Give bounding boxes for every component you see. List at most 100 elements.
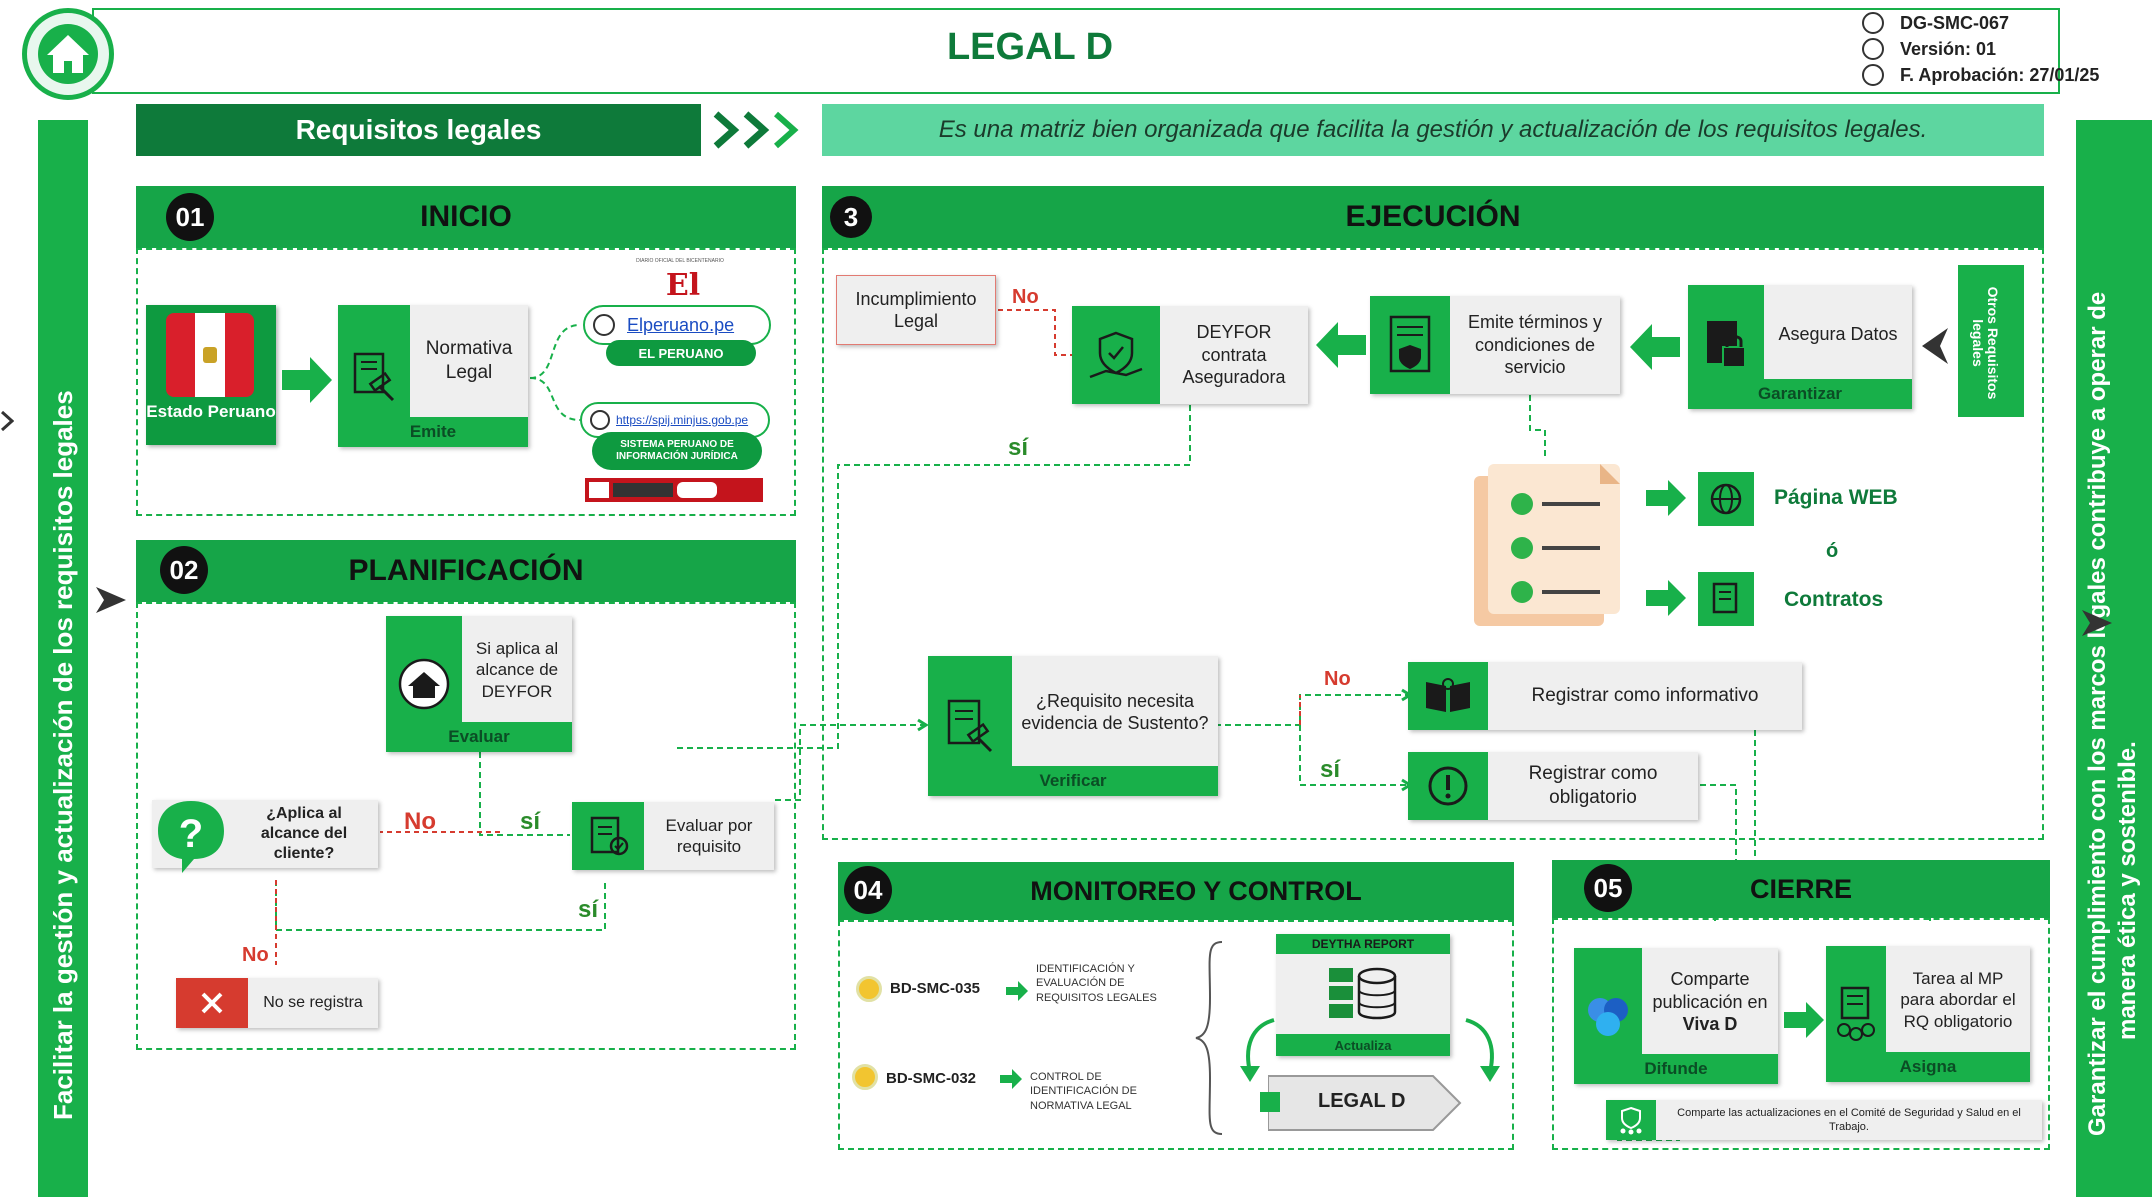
legal-d-tag: LEGAL D	[1260, 1074, 1462, 1132]
section-monitoreo-body	[838, 920, 1514, 1150]
chevrons-icon	[712, 104, 812, 156]
warning-icon	[1408, 752, 1488, 820]
arrow-left-icon	[1316, 320, 1366, 375]
no-registra-text: No se registra	[263, 994, 363, 1011]
stamp-icon	[1862, 64, 1884, 86]
label-no: No	[242, 944, 269, 966]
book-icon	[1408, 662, 1488, 730]
actualiza-label: Actualiza	[1276, 1034, 1450, 1056]
document-shield-icon	[1370, 296, 1450, 394]
right-side-bar: Garantizar el cumplimiento con los marco…	[2076, 120, 2152, 1197]
bd-035-code: BD-SMC-035	[890, 980, 981, 997]
normativa-legal-foot: Emite	[338, 417, 528, 447]
edge-arrow-icon	[0, 408, 15, 439]
asegura-datos-foot: Garantizar	[1688, 379, 1912, 409]
comite-bar: Comparte las actualizaciones en el Comit…	[1606, 1100, 2042, 1140]
label-si: sí	[578, 896, 599, 923]
arrow-left-icon	[1630, 322, 1680, 377]
banner-description: Es una matriz bien organizada que facili…	[822, 104, 2044, 156]
section-cierre-body	[1552, 918, 2050, 1150]
curved-arrow-right-icon	[1460, 1016, 1504, 1091]
left-arrow-icon	[94, 585, 128, 620]
deytha-report-card: DEYTHA REPORT Actualiza	[1276, 934, 1450, 1056]
section-planificacion-header: PLANIFICACIÓN	[136, 540, 796, 602]
section-inicio-title: INICIO	[420, 200, 512, 233]
check-icon	[1260, 1092, 1280, 1112]
spij-banner-image	[585, 478, 763, 502]
globe-icon	[1698, 472, 1754, 526]
house-logo-icon	[38, 24, 98, 84]
no-registra-card: No se registra	[176, 978, 378, 1028]
el-peruano-url: Elperuano.pe	[627, 314, 735, 335]
registrar-obligatorio-card: Registrar como obligatorio	[1408, 752, 1698, 820]
spij-pill-text: SISTEMA PERUANO DE INFORMACIÓN JURÍDICA	[616, 439, 738, 462]
deyfor-contrata-text: DEYFOR contrata Aseguradora	[1182, 322, 1286, 388]
section-monitoreo-title: MONITOREO Y CONTROL	[1030, 875, 1362, 906]
el-peruano-pill-text: EL PERUANO	[638, 345, 724, 361]
database-icon	[1276, 954, 1450, 1026]
el-peruano-link[interactable]: Elperuano.pe	[583, 305, 771, 345]
emite-terminos-card: Emite términos y condiciones de servicio	[1370, 296, 1620, 394]
arrow-right-icon	[1784, 1000, 1826, 1045]
bd-032-icon	[852, 1064, 878, 1090]
comite-text: Comparte las actualizaciones en el Comit…	[1677, 1106, 2021, 1133]
asegura-datos-card: Asegura Datos Garantizar	[1688, 285, 1912, 409]
difunde-foot: Difunde	[1574, 1054, 1778, 1084]
section-number-04: 04	[844, 866, 892, 914]
bd-035-desc: IDENTIFICACIÓN Y EVALUACIÓN DE REQUISITO…	[1036, 963, 1157, 1004]
doc-meta: DG-SMC-067 Versión: 01 F. Aprobación: 27…	[1862, 10, 2152, 88]
section-monitoreo-header: MONITOREO Y CONTROL	[838, 862, 1514, 920]
curved-arrow-left-icon	[1236, 1016, 1280, 1091]
normativa-legal-text: Normativa Legal	[425, 338, 513, 383]
contratos-label: Contratos	[1784, 588, 1884, 611]
evaluar-text: Si aplica al alcance de DEYFOR	[475, 639, 559, 701]
doc-code: DG-SMC-067	[1900, 12, 2010, 33]
svg-text:?: ?	[179, 812, 203, 856]
search-icon	[593, 314, 615, 336]
stamp-icon	[1862, 38, 1884, 60]
label-si: sí	[520, 808, 541, 835]
arrow-right-icon	[1000, 1068, 1024, 1095]
spij-pill: SISTEMA PERUANO DE INFORMACIÓN JURÍDICA	[592, 432, 762, 470]
left-side-bar: Facilitar la gestión y actualización de …	[38, 120, 88, 1197]
section-ejecucion-body	[822, 248, 2044, 840]
page-title: LEGAL D	[946, 26, 1114, 68]
section-ejecucion-title: EJECUCIÓN	[1345, 200, 1521, 233]
bd-035-icon	[856, 976, 882, 1002]
normativa-legal-card: Normativa Legal Emite	[338, 305, 528, 447]
committee-icon	[1606, 1100, 1656, 1140]
aplica-cliente-text: ¿Aplica al alcance del cliente?	[260, 805, 348, 862]
brace-icon	[1192, 938, 1228, 1143]
search-icon	[590, 410, 610, 430]
difunde-card: Comparte publicación en Viva D Difunde	[1574, 948, 1778, 1084]
tarea-text: Tarea al MP para abordar el RQ obligator…	[1900, 969, 2016, 1031]
contract-icon	[1698, 572, 1754, 626]
stamp-icon	[1862, 12, 1884, 34]
pagina-web-label: Página WEB	[1774, 486, 1898, 509]
viva-d-text: Viva D	[1682, 1014, 1738, 1035]
checklist-paper-icon	[1460, 458, 1640, 638]
section-planificacion-body	[136, 602, 796, 1050]
label-si: sí	[1320, 756, 1341, 783]
section-number-05: 05	[1584, 864, 1632, 912]
banner-label: Requisitos legales	[136, 104, 701, 156]
arrow-right-icon	[1646, 478, 1688, 523]
peru-flag-icon	[166, 313, 254, 397]
otros-requisitos-tab: Otros Requisitos legales	[1958, 265, 2024, 417]
evaluar-card: Si aplica al alcance de DEYFOR Evaluar	[386, 616, 572, 752]
difunde-text: Comparte publicación en Viva D	[1642, 948, 1778, 1084]
bd-032-desc: CONTROL DE IDENTIFICACIÓN DE NORMATIVA L…	[1030, 1071, 1137, 1112]
aplica-cliente-card: ? ¿Aplica al alcance del cliente?	[152, 800, 378, 873]
incumplimiento-card: Incumplimiento Legal	[836, 275, 996, 345]
emite-terminos-text: Emite términos y condiciones de servicio	[1467, 312, 1603, 378]
comparte-text: Comparte publicación en	[1652, 969, 1768, 1012]
label-no: No	[404, 808, 436, 835]
otros-requisitos-text: Otros Requisitos legales	[1969, 286, 2001, 400]
shield-hand-icon	[1072, 306, 1160, 404]
doc-approval: F. Aprobación: 27/01/25	[1900, 64, 2100, 85]
evaluar-requisito-card: Evaluar por requisito	[572, 802, 774, 870]
section-number-3: 3	[830, 196, 872, 238]
o-label: ó	[1826, 540, 1839, 562]
registrar-informativo-text: Registrar como informativo	[1531, 685, 1759, 707]
